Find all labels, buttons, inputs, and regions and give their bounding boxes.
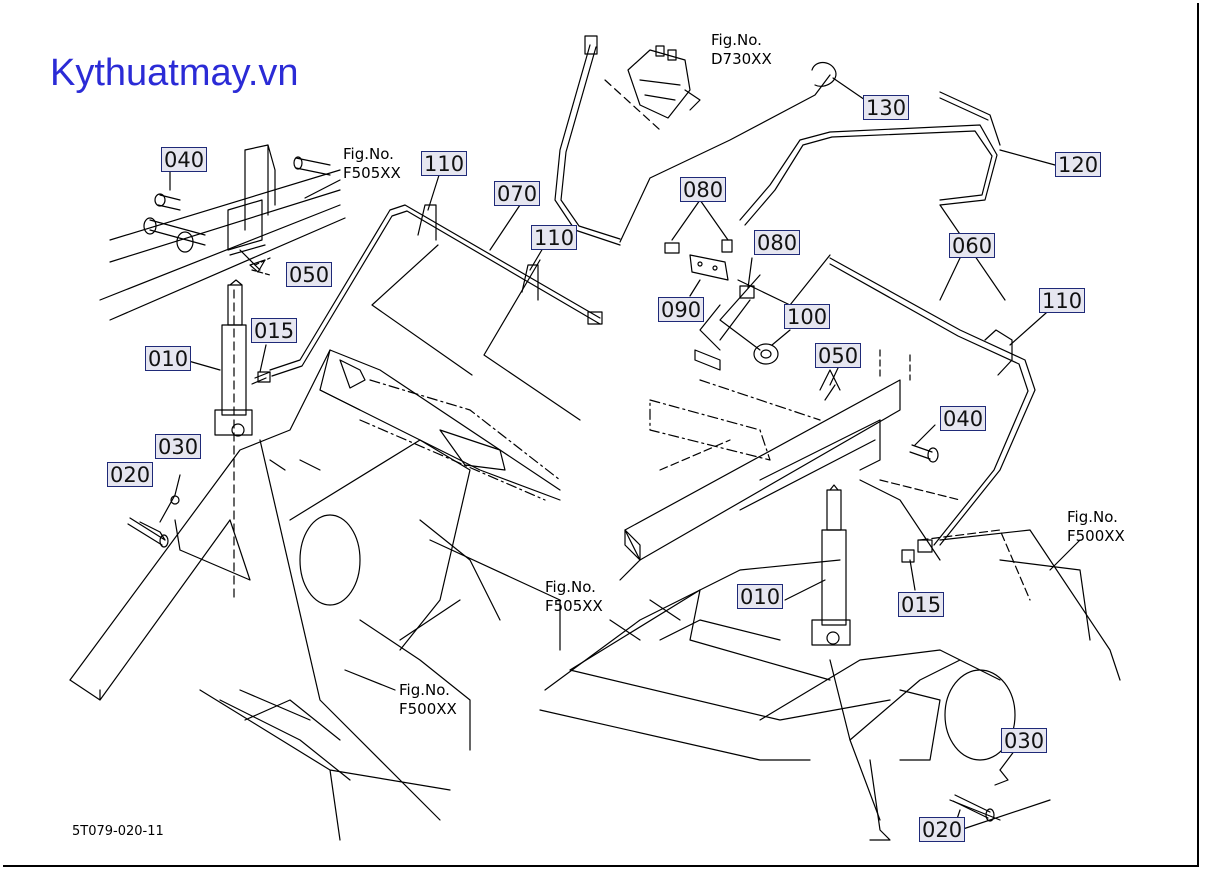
fig-ref-number: F505XX: [343, 164, 401, 182]
fig-ref-f500-left: Fig.No. F500XX: [399, 681, 457, 719]
right-lift-cylinder: [811, 484, 851, 646]
left-chassis-frame: [69, 349, 561, 841]
fig-ref-f505-mid: Fig.No. F505XX: [545, 578, 603, 616]
fig-ref-f505-left: Fig.No. F505XX: [343, 145, 401, 183]
part-tag-010-right[interactable]: 010: [737, 584, 784, 609]
part-tag-040-right[interactable]: 040: [940, 406, 987, 431]
watermark-text: Kythuatmay.vn: [50, 52, 299, 94]
part-tag-020-left[interactable]: 020: [107, 462, 154, 487]
fittings-block: [664, 239, 779, 371]
fig-ref-prefix: Fig.No.: [343, 145, 394, 163]
part-tag-020-right[interactable]: 020: [919, 817, 966, 842]
part-tag-050-right[interactable]: 050: [815, 343, 862, 368]
left-lift-cylinder: [214, 279, 253, 601]
left-leader-lines: [139, 169, 581, 691]
fig-ref-prefix: Fig.No.: [711, 31, 762, 49]
right-leader-lines: [619, 77, 1081, 826]
right-hydraulic-pipe: [829, 257, 1036, 563]
part-tag-080-b[interactable]: 080: [754, 230, 801, 255]
part-tag-110-right[interactable]: 110: [1039, 288, 1086, 313]
upper-pipes: [554, 35, 1001, 246]
left-pin: [127, 495, 180, 548]
part-tag-110-mid[interactable]: 110: [531, 225, 578, 250]
fig-ref-prefix: Fig.No.: [399, 681, 450, 699]
part-tag-100[interactable]: 100: [784, 304, 831, 329]
part-tag-080-a[interactable]: 080: [680, 177, 727, 202]
drawing-code: 5T079-020-11: [72, 824, 164, 839]
part-tag-060[interactable]: 060: [949, 233, 996, 258]
part-tag-120[interactable]: 120: [1055, 152, 1102, 177]
right-cross-beam: [624, 379, 901, 561]
part-tag-015-left[interactable]: 015: [251, 318, 298, 343]
part-tag-050-left[interactable]: 050: [286, 262, 333, 287]
left-bracket-beam: [99, 144, 346, 321]
fig-ref-prefix: Fig.No.: [545, 578, 596, 596]
page-frame: [3, 3, 1199, 867]
part-tag-010-left[interactable]: 010: [145, 346, 192, 371]
fig-ref-number: F500XX: [1067, 527, 1125, 545]
part-tag-110-left[interactable]: 110: [421, 151, 468, 176]
part-tag-130[interactable]: 130: [863, 95, 910, 120]
right-chassis-frame: [539, 349, 1121, 841]
part-tag-015-right[interactable]: 015: [898, 592, 945, 617]
fig-ref-f500-right: Fig.No. F500XX: [1067, 508, 1125, 546]
part-tag-090[interactable]: 090: [658, 297, 705, 322]
fig-ref-number: F505XX: [545, 597, 603, 615]
left-hydraulic-pipe: [251, 204, 603, 385]
part-tag-040-left[interactable]: 040: [161, 147, 208, 172]
right-pins-and-clips: [819, 369, 1009, 822]
control-valve-assembly: [604, 45, 701, 131]
part-tag-070[interactable]: 070: [494, 181, 541, 206]
fig-ref-prefix: Fig.No.: [1067, 508, 1118, 526]
fig-ref-d730: Fig.No. D730XX: [711, 31, 772, 69]
fig-ref-number: D730XX: [711, 50, 772, 68]
fig-ref-number: F500XX: [399, 700, 457, 718]
part-tag-030-right[interactable]: 030: [1001, 728, 1048, 753]
part-tag-030-left[interactable]: 030: [155, 434, 202, 459]
